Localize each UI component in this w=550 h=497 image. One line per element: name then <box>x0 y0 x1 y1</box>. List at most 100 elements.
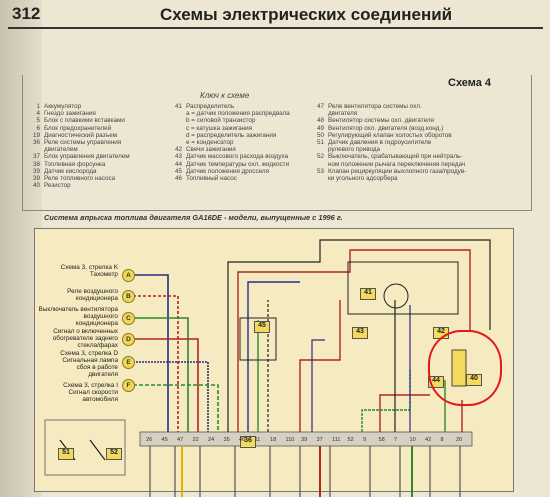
pin-number: 7 <box>394 437 398 443</box>
key-entry-number: 47 <box>316 103 324 110</box>
pin-number: 9 <box>363 437 367 443</box>
pin-number: 58 <box>378 437 385 443</box>
pin-number: 110 <box>285 437 295 443</box>
key-column-3: 47 Реле вентилятора системы охл.двигателя… <box>312 103 466 182</box>
signal-label-line: стекла/фарах <box>77 342 118 349</box>
pin-number: 39 <box>301 437 308 443</box>
key-entry-number: 4 <box>36 110 40 118</box>
signal-label-line: кондиционера <box>75 320 118 327</box>
key-entry-text: Реле системы управления <box>44 139 122 147</box>
scheme-label: Схема 4 <box>448 77 492 89</box>
key-entry-number: 1 <box>36 103 40 110</box>
key-entry-text: Свечи зажигания <box>186 146 236 154</box>
key-entry-number: 6 <box>36 124 40 132</box>
key-entry: ки угольного адсорбера <box>312 175 466 182</box>
pin-number: 22 <box>192 437 199 443</box>
pin-number: 10 <box>409 437 416 443</box>
red-highlight-circle <box>428 330 502 406</box>
key-entry: 49 Вентилятор охл. двигателя (возд.конд.) <box>312 125 466 132</box>
component-45: 45 <box>254 321 270 333</box>
key-entry: 4 Гнездо зажигания <box>28 110 130 117</box>
key-entry-text: c = катушка зажигания <box>186 124 253 132</box>
signal-label-line: воздушного <box>83 313 118 320</box>
key-entry-text: e = конденсатор <box>186 139 234 147</box>
key-entry-text: Вентилятор охл. двигателя (возд.конд.) <box>328 124 444 132</box>
key-entry-text: d = распределитель зажигания <box>186 131 277 139</box>
key-entry-text: ки угольного адсорбера <box>328 175 398 183</box>
connector-pin-a: A <box>122 269 135 282</box>
key-entry-text: Датчик давления в гидроусилителе <box>328 139 432 147</box>
key-title: Ключ к схеме <box>200 91 250 100</box>
key-entry-text: ном положении рычага переключения переда… <box>328 160 466 168</box>
key-entry-text: Топливный насос <box>186 175 237 183</box>
key-entry-number: 38 <box>32 160 40 168</box>
key-entry: d = распределитель зажигания <box>170 132 290 139</box>
key-entry-number: 42 <box>174 146 182 154</box>
pin-number: 18 <box>270 437 277 443</box>
key-entry-text: a = датчик положения распредвала <box>186 110 290 118</box>
pin-number: 8 <box>440 437 444 443</box>
key-entry-text: рулевого привода <box>328 146 381 154</box>
key-entry-number: 19 <box>32 131 40 139</box>
key-entry-text: Гнездо зажигания <box>44 110 96 118</box>
header-rule <box>8 27 543 29</box>
key-entry: 53 Клапан рециркуляции выхлопного газа/пр… <box>312 168 466 175</box>
connector-pin-b: B <box>122 290 135 303</box>
key-entry-number: 5 <box>36 117 40 125</box>
connector-pin-e: E <box>122 356 135 369</box>
key-entry: 42 Свечи зажигания <box>170 146 290 153</box>
pin-number: 111 <box>332 437 341 443</box>
key-entry-number: 52 <box>316 153 324 161</box>
key-entry-number: 39 <box>32 167 40 175</box>
key-entry: двигателя <box>312 110 466 117</box>
key-entry-text: двигателем <box>44 146 78 154</box>
key-entry: c = катушка зажигания <box>170 125 290 132</box>
key-entry-number: 49 <box>316 124 324 132</box>
key-entry-text: Реле вентилятора системы охл. <box>328 103 422 110</box>
key-entry-text: Вентилятор системы охл. двигателя <box>328 117 434 125</box>
key-entry-number: 53 <box>316 167 324 175</box>
diagram-caption: Система впрыска топлива двигателя GA16DE… <box>44 213 343 222</box>
signal-label-line: Схема 3, стрелка D <box>60 350 118 357</box>
key-entry: 47 Реле вентилятора системы охл. <box>312 103 466 110</box>
key-entry: b = силовой транзистор <box>170 117 290 124</box>
key-box <box>22 75 532 211</box>
key-entry-number: 50 <box>316 131 324 139</box>
pin-number: 45 <box>161 437 168 443</box>
pin-number: 20 <box>456 437 463 443</box>
signal-label-line: Сигнальная лампа <box>62 357 118 364</box>
signal-label-line: двигателя <box>88 371 118 378</box>
key-entry-text: двигателя <box>328 110 358 118</box>
signal-label-line: автомобиля <box>82 396 118 403</box>
key-entry-text: Диагностический разъем <box>44 131 118 139</box>
key-entry-number: 41 <box>174 103 182 110</box>
key-entry: 51 Датчик давления в гидроусилителе <box>312 139 466 146</box>
key-entry-text: Клапан рециркуляции выхлопного газа/прод… <box>328 167 467 175</box>
pin-number: 46 <box>239 437 246 443</box>
key-entry-number: 44 <box>174 160 182 168</box>
component-43: 43 <box>352 327 368 339</box>
pin-number: 47 <box>177 437 184 443</box>
signal-label-line: сбоя в работе <box>76 364 118 371</box>
pin-number: 37 <box>316 437 323 443</box>
key-entry-text: Топливная форсунка <box>44 160 106 168</box>
key-entry-text: Распределитель <box>186 103 235 110</box>
component-52: 52 <box>106 448 122 460</box>
key-entry-number: 51 <box>316 139 324 147</box>
key-entry-text: Регулирующий клапан холостых оборотов <box>328 131 452 139</box>
component-36: 36 <box>240 436 256 448</box>
key-entry-text: Реле топливного насоса <box>44 175 116 183</box>
key-entry-text: b = силовой транзистор <box>186 117 256 125</box>
